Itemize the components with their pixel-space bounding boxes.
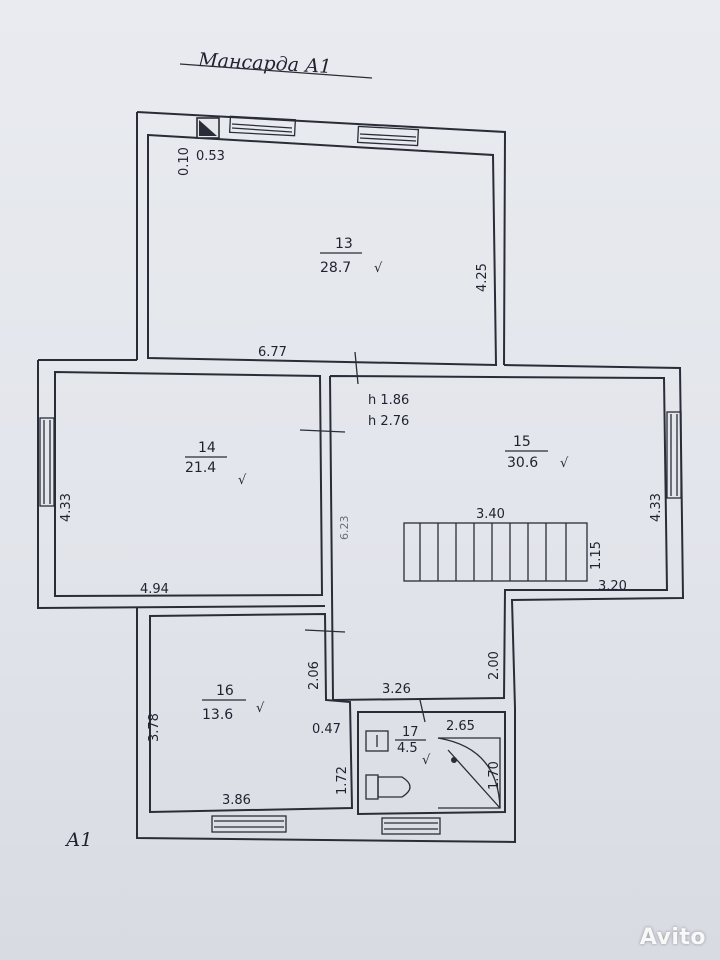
dim-pencil-note: 6.23	[338, 516, 351, 541]
dim-r14-width: 4.94	[140, 582, 169, 597]
sink-icon	[365, 730, 389, 752]
dim-r14-height: 4.33	[59, 493, 74, 522]
dim-r16-width: 3.86	[222, 793, 251, 808]
toilet-icon	[365, 774, 411, 800]
window-17	[381, 817, 441, 835]
dim-r15-bottom: 3.20	[598, 579, 627, 594]
room-13-number: 13	[335, 236, 353, 252]
check-mark: √	[374, 261, 383, 276]
dim-door-gap: 2.06	[307, 661, 322, 690]
watermark-text: Avito	[639, 925, 706, 950]
watermark: Avito	[640, 925, 706, 950]
window-13b	[356, 125, 420, 147]
dim-bath-height: 1.72	[335, 766, 350, 795]
check-mark: √	[422, 753, 431, 768]
check-mark: √	[238, 473, 247, 488]
dim-h2: h 2.76	[368, 414, 409, 429]
room-14	[37, 359, 326, 610]
dim-r13-height: 4.25	[475, 263, 490, 292]
dim-chimney-b: 0.53	[196, 149, 225, 164]
window-14	[39, 417, 55, 507]
dim-h1: h 1.86	[368, 393, 409, 408]
dim-stair-length: 3.40	[476, 507, 505, 522]
room-17-area: 4.5	[397, 741, 418, 756]
room-16-area: 13.6	[202, 707, 233, 723]
room-17-number: 17	[402, 725, 419, 740]
room-14-area: 21.4	[185, 460, 216, 476]
room-15-number: 15	[513, 434, 531, 450]
dim-r16-height: 3.78	[147, 713, 162, 742]
room-16	[136, 608, 516, 844]
window-16	[211, 815, 287, 833]
dim-r15-bottom-width: 3.26	[382, 682, 411, 697]
dim-stair-width: 1.15	[589, 541, 604, 570]
room-13-area: 28.7	[320, 260, 351, 276]
title-underline	[179, 63, 373, 79]
dim-shower-width: 2.65	[446, 719, 475, 734]
dim-r13-width: 6.77	[258, 345, 287, 360]
staircase	[403, 522, 588, 582]
room-14-number: 14	[198, 440, 216, 456]
dim-r15-lower: 2.00	[487, 651, 502, 680]
room-15-area: 30.6	[507, 455, 538, 471]
room-16-number: 16	[216, 683, 234, 699]
dim-bath-gap: 0.47	[312, 722, 341, 737]
window-15	[666, 411, 682, 499]
room-13	[136, 111, 507, 367]
window-13a	[228, 115, 297, 137]
building-mark: А1	[64, 829, 92, 851]
check-mark: √	[256, 701, 265, 716]
dim-chimney-a: 0.10	[177, 147, 192, 176]
dim-r15-height: 4.33	[649, 493, 664, 522]
room-17	[357, 711, 506, 835]
check-mark: √	[560, 456, 569, 471]
dim-shower-height: 1.70	[487, 761, 502, 790]
shower-icon	[437, 737, 501, 809]
